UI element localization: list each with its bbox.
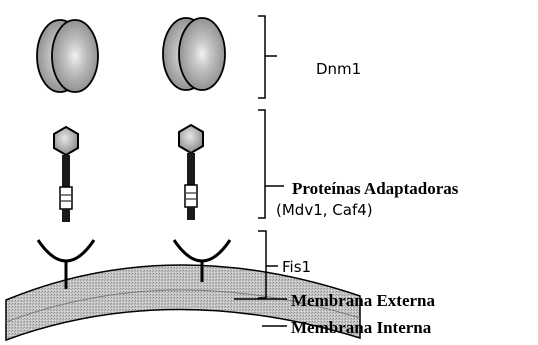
dnm1-protein-1 xyxy=(37,20,98,92)
dnm1-protein-2 xyxy=(163,18,225,90)
label-adapter-examples: (Mdv1, Caf4) xyxy=(276,203,373,218)
bracket-dnm1 xyxy=(258,16,265,98)
label-inner-membrane: Membrana Interna xyxy=(291,319,431,336)
adapter-protein-2 xyxy=(179,125,203,220)
adapter-protein-1 xyxy=(54,127,78,222)
label-adapter-proteins: Proteínas Adaptadoras xyxy=(292,180,458,197)
bracket-adapters xyxy=(258,110,265,218)
label-fis1: Fis1 xyxy=(282,260,311,275)
label-outer-membrane: Membrana Externa xyxy=(291,292,435,309)
label-dnm1: Dnm1 xyxy=(316,62,361,77)
